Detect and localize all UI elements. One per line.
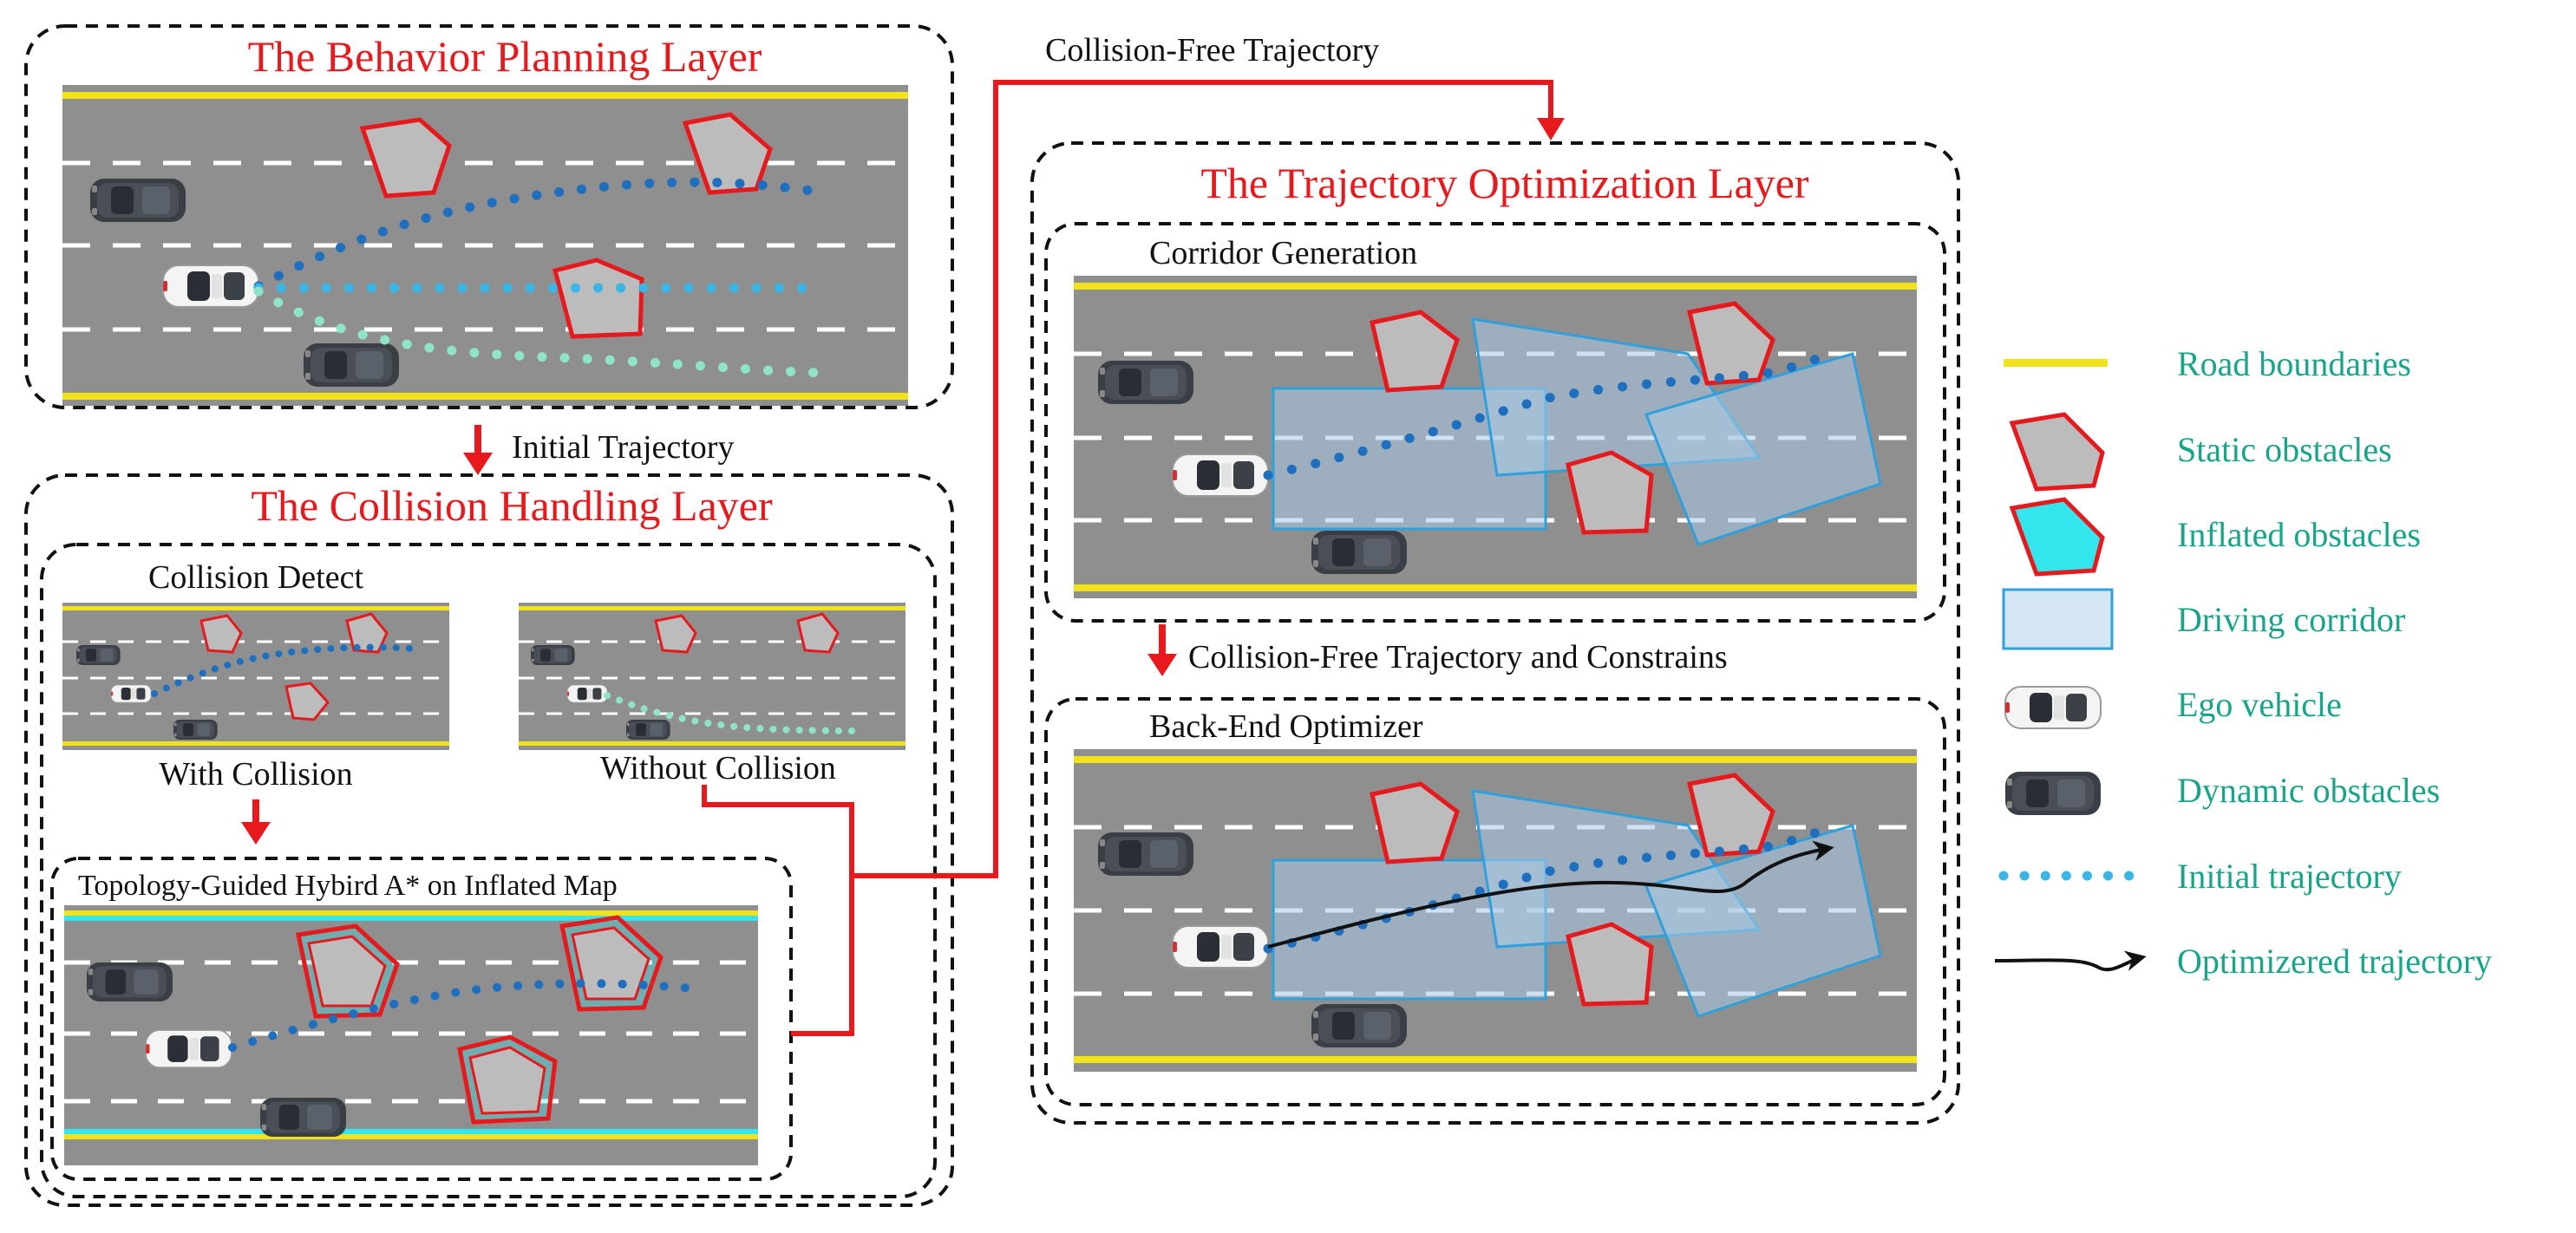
- optimization-layer-title: The Trajectory Optimization Layer: [1200, 159, 1809, 207]
- hybrid-astar-label: Topology-Guided Hybird A* on Inflated Ma…: [78, 870, 618, 902]
- legend-label-dynamic-obstacles: Dynamic obstacles: [2177, 771, 2440, 810]
- hybrid-astar-road: [64, 905, 758, 1165]
- driving-corridor: [1272, 387, 1547, 531]
- driving-corridor-icon: [2002, 588, 2114, 650]
- static-obstacle: [552, 258, 644, 339]
- inflated-obstacle-icon: [2009, 497, 2105, 577]
- without-collision-label: Without Collision: [600, 750, 836, 786]
- optimized-trajectory: [1267, 840, 1834, 949]
- static-obstacle: [682, 112, 773, 195]
- legend-label-optimized-trajectory: Optimizered trajectory: [2177, 942, 2492, 981]
- driving-corridor: [1644, 352, 1882, 546]
- road-boundary-bottom: [62, 393, 908, 400]
- static-obstacle-icon: [2009, 412, 2105, 492]
- optimized-trajectory-arrow-icon: [1994, 950, 2147, 972]
- driving-corridor: [1644, 824, 1882, 1018]
- initial-trajectory-dots: [253, 177, 829, 291]
- flow-initial-trajectory-label: Initial Trajectory: [512, 429, 734, 466]
- legend-label-static-obstacles: Static obstacles: [2177, 430, 2392, 469]
- road-boundary-top: [62, 92, 908, 99]
- collision-layer-title: The Collision Handling Layer: [251, 481, 773, 530]
- backend-optimizer-label: Back-End Optimizer: [1149, 708, 1423, 745]
- flow-collision-free-label: Collision-Free Trajectory: [1045, 32, 1379, 68]
- backend-road: [1074, 749, 1917, 1072]
- corridor-road: [1074, 276, 1917, 598]
- legend-label-road-boundaries: Road boundaries: [2177, 344, 2411, 383]
- collision-handling-panel: The Collision Handling Layer Collision D…: [24, 473, 954, 1207]
- static-obstacle: [1566, 922, 1654, 1007]
- static-obstacle: [1686, 773, 1775, 858]
- corridor-generation-label: Corridor Generation: [1149, 235, 1417, 271]
- legend-label-ego-vehicle: Ego vehicle: [2177, 685, 2342, 724]
- legend: Road boundaries Static obstacles Inflate…: [1994, 344, 2492, 981]
- behavior-layer-title: The Behavior Planning Layer: [248, 32, 762, 81]
- behavior-road: [62, 85, 908, 406]
- dynamic-obstacle-car: [304, 343, 399, 387]
- dynamic-obstacle-car: [90, 179, 186, 222]
- static-obstacle: [1686, 301, 1775, 386]
- legend-label-initial-trajectory: Initial trajectory: [2177, 857, 2402, 896]
- behavior-planning-panel: The Behavior Planning Layer: [24, 24, 954, 409]
- without-collision-road: [519, 603, 906, 750]
- static-obstacle: [1369, 310, 1460, 393]
- static-obstacle: [1566, 450, 1654, 535]
- flow-initial-trajectory: Initial Trajectory: [463, 425, 734, 475]
- static-obstacle: [359, 117, 452, 199]
- legend-label-inflated-obstacles: Inflated obstacles: [2177, 515, 2421, 554]
- flow-constraints-label: Collision-Free Trajectory and Constrains: [1188, 639, 1728, 675]
- ego-vehicle-car: [162, 264, 259, 308]
- static-obstacle: [1369, 781, 1460, 864]
- collision-detect-label: Collision Detect: [148, 559, 363, 596]
- road-boundary-line-icon: [2004, 359, 2108, 367]
- legend-label-driving-corridor: Driving corridor: [2177, 600, 2405, 639]
- with-collision-label: With Collision: [159, 756, 352, 793]
- ego-vehicle-icon: [2004, 686, 2102, 729]
- with-collision-road: [62, 603, 449, 750]
- flow-collision-free-connector: Collision-Free Trajectory: [702, 32, 1565, 1036]
- trajectory-optimization-panel: The Trajectory Optimization Layer Corrid…: [1030, 141, 1960, 1125]
- dynamic-obstacle-icon: [2005, 772, 2101, 815]
